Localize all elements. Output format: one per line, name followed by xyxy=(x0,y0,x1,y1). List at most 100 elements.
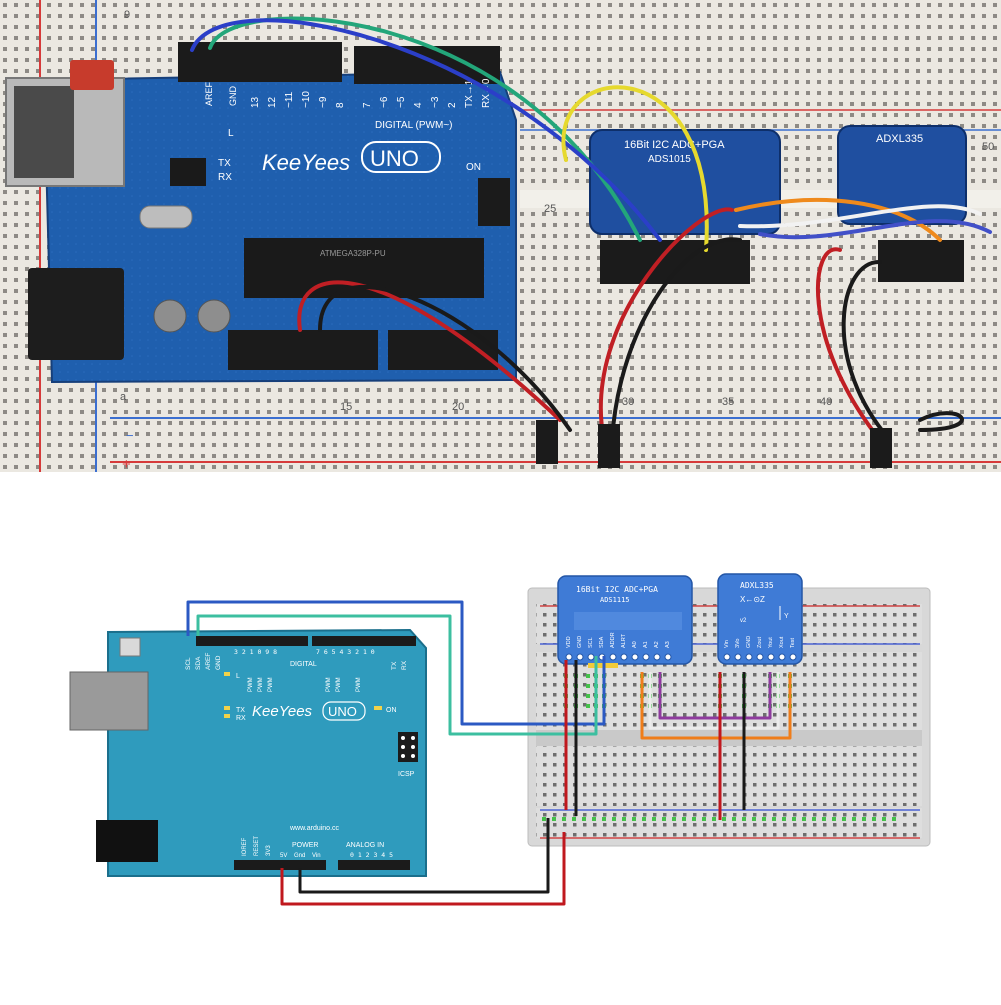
photo-pin-label: RX←0 xyxy=(481,78,492,108)
adc-pin-label: A0 xyxy=(632,641,638,648)
plug-1 xyxy=(536,420,558,464)
photo-pin-label: ~3 xyxy=(430,96,441,108)
adc-pin-hole xyxy=(664,653,672,661)
diagram-top-pin-label: SCL xyxy=(185,657,192,670)
bb-rail-active-hole xyxy=(562,817,566,821)
bb-num-40: 40 xyxy=(820,396,832,408)
photo-model: UNO xyxy=(370,146,419,171)
bb-rail-active-hole xyxy=(822,817,826,821)
adc-pin-label: A1 xyxy=(643,641,649,648)
diagram-header-analog xyxy=(338,860,410,870)
adc-pin-hole xyxy=(565,653,573,661)
bb-num-25: 25 xyxy=(544,203,556,215)
icsp-header xyxy=(478,178,510,226)
wire-gnd-black xyxy=(298,818,550,894)
diagram-power-pin-label: RESET xyxy=(254,836,260,856)
diagram-accel-y: Y xyxy=(784,613,789,620)
led-rx xyxy=(224,714,230,718)
wire-green-photo xyxy=(208,16,642,242)
bb-rail-active-hole xyxy=(742,817,746,821)
adc-pin-label: ADDR xyxy=(610,632,616,648)
photo-pin-label: ~5 xyxy=(396,96,407,108)
header-power xyxy=(228,330,378,370)
adc-pin-hole xyxy=(631,653,639,661)
chip-label: ATMEGA328P-PU xyxy=(320,249,386,258)
diagram-pwm-label: PWM xyxy=(336,677,342,692)
photo-pin-label: ~9 xyxy=(318,96,329,108)
photo-digital-label: DIGITAL (PWM~) xyxy=(375,120,453,131)
bb-rail-active-hole xyxy=(732,817,736,821)
wire-scl-blue xyxy=(186,600,606,726)
accel-pin-hole xyxy=(734,653,742,661)
photo-adc-line2: ADS1015 xyxy=(648,154,691,165)
bb-rail-active-hole xyxy=(852,817,856,821)
diagram-model: UNO xyxy=(328,704,357,719)
bb-rail-active-hole xyxy=(712,817,716,821)
bb-rail-active-hole xyxy=(552,817,556,821)
bb-rail-active-hole xyxy=(752,817,756,821)
breadboard-photo: − + a 25 30 35 40 45 50 15 20 9 ATMEGA32… xyxy=(0,0,1001,473)
photo-pin-label: ~6 xyxy=(379,96,390,108)
diagram-digits-right: 7 6 5 4 3 2 1 0 xyxy=(316,648,375,656)
accel-pin-label: Yout xyxy=(768,637,774,648)
diagram-pwm-label: PWM xyxy=(268,677,274,692)
bb-active-hole xyxy=(586,674,590,678)
diagram-url: www.arduino.cc xyxy=(289,825,340,832)
bb-rail-active-hole xyxy=(792,817,796,821)
wire-white xyxy=(648,672,780,730)
wire-orange-photo xyxy=(734,198,942,242)
adc-pin-hole xyxy=(609,653,617,661)
bb-rail-active-hole xyxy=(762,817,766,821)
diagram-pwm-label: PWM xyxy=(356,677,362,692)
usb-port-opening xyxy=(14,86,74,178)
wire-black-photo-2 xyxy=(610,237,742,442)
photo-pin-label: 8 xyxy=(335,102,346,108)
diagram-power-pin-label: IOREF xyxy=(242,837,248,856)
dc-jack xyxy=(28,268,124,360)
header-digital-right xyxy=(354,46,500,84)
bb-rail-active-hole xyxy=(572,817,576,821)
bb-rail-active-hole xyxy=(842,817,846,821)
diagram-pwm-label: PWM xyxy=(258,677,264,692)
plug-2 xyxy=(598,424,620,468)
rail-minus-label: − xyxy=(126,428,134,443)
diagram-dc-jack xyxy=(96,820,158,862)
diagram-digital-label: DIGITAL xyxy=(290,661,317,668)
bb-num-35: 35 xyxy=(722,396,734,408)
accel-pin-label: Test xyxy=(790,637,796,648)
accel-pin-label: Xout xyxy=(779,636,785,648)
accel-pin-hole xyxy=(778,653,786,661)
bb-num-15: 15 xyxy=(340,401,352,413)
led-tx xyxy=(224,706,230,710)
diagram-tx-right: TX xyxy=(391,661,398,670)
diagram-top-pin-label: SDA xyxy=(195,656,202,670)
bb-rail-active-hole xyxy=(882,817,886,821)
bb-rail-active-hole xyxy=(872,817,876,821)
diagram-l-label: L xyxy=(236,673,240,680)
diagram-top-pin-label: AREF xyxy=(205,653,212,670)
photo-rx-label: RX xyxy=(218,172,232,183)
bb-rail-active-hole xyxy=(862,817,866,821)
photo-l-label: L xyxy=(228,128,234,139)
photo-gnd-label: GND xyxy=(228,86,238,107)
wire-white-photo xyxy=(738,204,982,229)
wire-black-photo-3 xyxy=(841,259,892,442)
diagram-rx-label: RX xyxy=(236,715,246,722)
diagram-reset-button xyxy=(119,637,141,657)
header-digital-left xyxy=(178,42,342,82)
adc-pin-label: ALRT xyxy=(621,633,627,648)
adc-pin-hole xyxy=(576,653,584,661)
bb-rail-active-hole xyxy=(632,817,636,821)
diagram-power-pin-label: 5V xyxy=(280,853,287,859)
reset-button xyxy=(70,60,114,90)
bb-rail-active-hole xyxy=(832,817,836,821)
adc-pin-label: SDA xyxy=(599,636,605,648)
accel-pin-label: Zout xyxy=(757,637,763,648)
bb-rail-active-hole xyxy=(652,817,656,821)
photo-pin-label: 12 xyxy=(267,96,278,108)
bb-rail-active-hole xyxy=(772,817,776,821)
diagram-power-pin-label: Gnd xyxy=(294,853,305,859)
